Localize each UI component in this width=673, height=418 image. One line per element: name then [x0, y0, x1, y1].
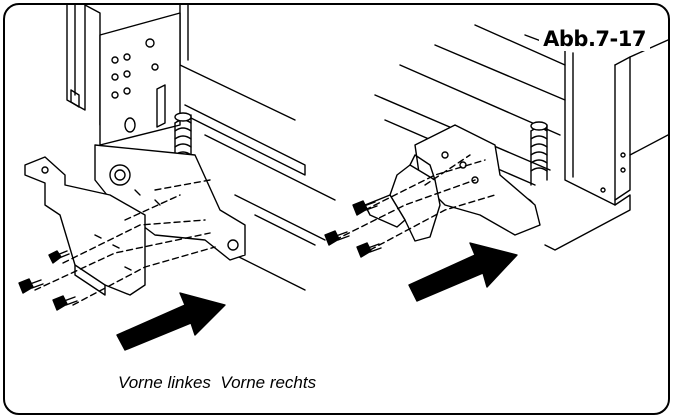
right-push-arrow [408, 242, 518, 302]
screw-icon [48, 250, 70, 264]
figure-label: Abb.7-17 [539, 27, 650, 51]
screw-icon [52, 295, 78, 311]
screw-icon [352, 200, 378, 216]
left-small-bracket [24, 156, 146, 296]
assembly-illustration [18, 5, 668, 351]
left-push-arrow [116, 292, 226, 351]
left-spring-bolt [156, 84, 192, 166]
left-dashed-guides [34, 179, 216, 306]
arrow-right-icon [116, 292, 226, 351]
right-screws [324, 200, 382, 258]
left-screws [18, 250, 78, 311]
screw-icon [356, 242, 382, 258]
right-dashed-guides [334, 154, 496, 251]
figure-caption: Vorne linkes Vorne rechts [118, 373, 317, 392]
figure-frame: Abb.7-17 Vorne linkes Vorne rechts [3, 3, 670, 415]
screw-icon [324, 230, 350, 246]
screw-icon [18, 278, 44, 294]
arrow-right-icon [408, 242, 518, 302]
